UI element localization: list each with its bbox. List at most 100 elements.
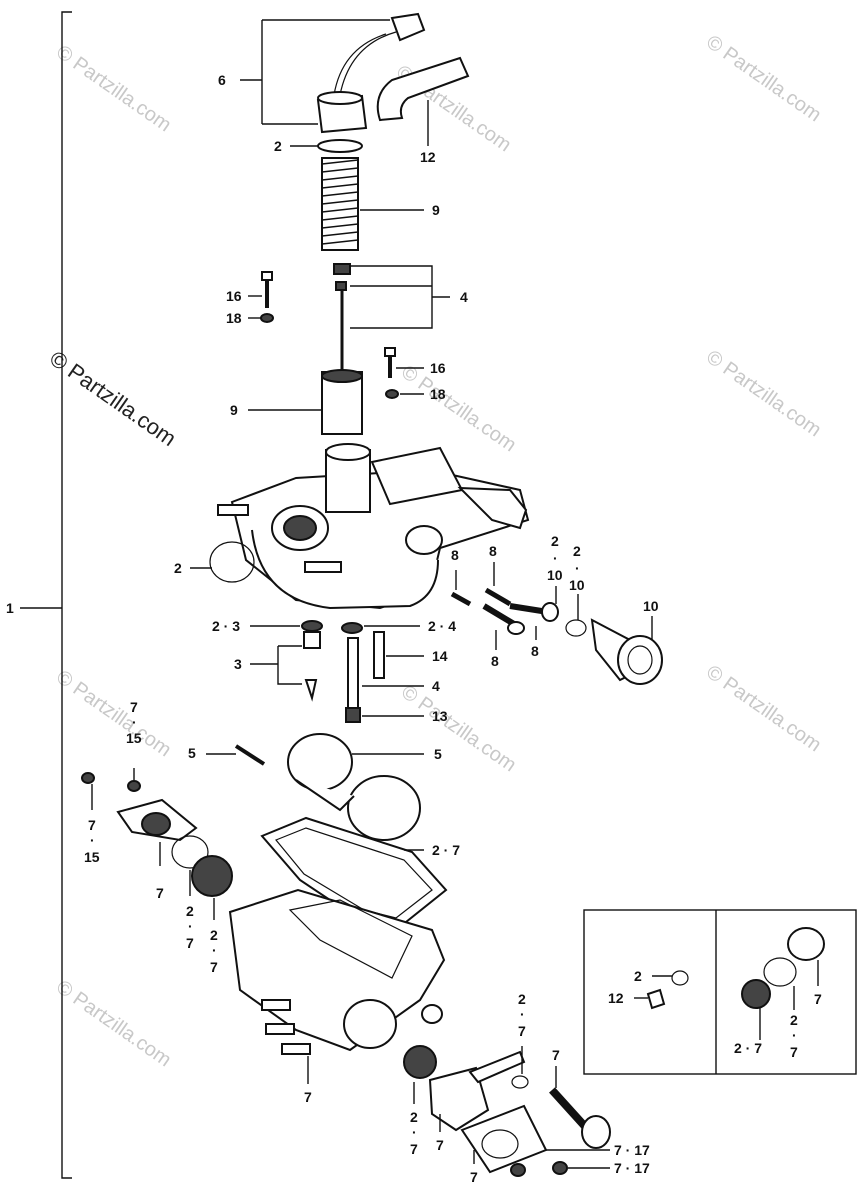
watermark-text: © Partzilla.com <box>52 666 175 761</box>
leader-4 <box>350 265 450 329</box>
callout-label: 2 <box>274 138 282 154</box>
callout-label: · <box>520 1006 525 1022</box>
intake-bore <box>283 515 317 541</box>
screw-head <box>127 780 141 792</box>
callout-label: 7 <box>410 1141 418 1157</box>
callout-label: 2 <box>551 533 559 549</box>
callout-label: 2 <box>790 1012 798 1028</box>
float-right <box>347 775 421 841</box>
callout-label: 12 <box>420 149 436 165</box>
callout-label: 2 <box>518 991 526 1007</box>
bracket-line <box>61 11 72 1179</box>
callout-label: 2 <box>410 1109 418 1125</box>
air-screw <box>482 603 516 627</box>
needle-jet-holder <box>345 707 361 723</box>
stud <box>304 561 342 573</box>
tower-top <box>325 443 371 461</box>
callout-label: 8 <box>491 653 499 669</box>
callout-label: 2 · 7 <box>432 842 460 858</box>
screw-head <box>261 271 273 281</box>
callout-label: 2 · 4 <box>428 618 456 634</box>
callout-label: 2 <box>573 543 581 559</box>
callout-label: 5 <box>434 746 442 762</box>
inset-washer <box>671 970 689 986</box>
inset-screen <box>741 979 771 1009</box>
callout-label: 6 <box>218 72 226 88</box>
knob-inner <box>627 645 653 675</box>
callout-label: 7 · 17 <box>614 1160 650 1176</box>
callout-label: 16 <box>226 288 242 304</box>
callout-label: 2 <box>210 927 218 943</box>
inset-bolt <box>646 988 666 1010</box>
float-arm <box>295 779 355 812</box>
callout-label: 2 <box>186 903 194 919</box>
starter-knob <box>617 635 663 685</box>
callout-label: 7 <box>130 699 138 715</box>
washer <box>511 1075 529 1089</box>
callout-label: 7 <box>156 885 164 901</box>
nut-top <box>317 91 363 105</box>
callout-label: 2 · 7 <box>734 1040 762 1056</box>
o-ring <box>565 619 587 637</box>
callout-label: 18 <box>226 310 242 326</box>
inset-detail-box: 2 12 7 2 · 7 2 · 7 <box>583 909 857 1075</box>
callout-label: · <box>575 560 580 576</box>
callout-label: 10 <box>547 567 563 583</box>
callout-label: 5 <box>188 745 196 761</box>
washer <box>385 389 399 399</box>
plate-screw <box>510 1163 526 1177</box>
cable-pipe <box>339 31 397 96</box>
throttle-valve-part <box>321 369 363 435</box>
screws-upper <box>260 271 399 399</box>
screw-head <box>384 347 396 357</box>
callout-label: 3 <box>234 656 242 672</box>
callout-label: · <box>188 918 193 934</box>
plate-screw <box>552 1161 568 1175</box>
leader-3 <box>250 645 302 685</box>
o-ring <box>209 541 255 583</box>
callout-label: 10 <box>569 577 585 593</box>
callout-label: 7 <box>518 1023 526 1039</box>
drain-port <box>343 999 397 1049</box>
callout-label: 2 <box>634 968 642 984</box>
drain-cover <box>428 1066 490 1132</box>
cable-pipe-edge <box>333 33 387 96</box>
valve-top <box>321 369 363 383</box>
float-pin <box>234 744 266 766</box>
plate-hole <box>481 1129 519 1159</box>
callout-label: 7 <box>552 1047 560 1063</box>
needle-jet <box>347 637 359 711</box>
needle-jet-washer <box>341 622 363 634</box>
leader-6 <box>261 19 390 125</box>
callout-label: 12 <box>608 990 624 1006</box>
drain-tube <box>468 1050 526 1084</box>
callout-label: 15 <box>126 730 142 746</box>
callout-label: 7 <box>88 817 96 833</box>
callout-label: 10 <box>643 598 659 614</box>
throttle-spring-part <box>321 157 359 251</box>
assembly-bracket: 1 <box>6 11 72 1179</box>
callout-label: 7 <box>790 1044 798 1060</box>
screws-right <box>450 587 663 685</box>
callout-label: 2 · 3 <box>212 618 240 634</box>
flange-o-ring <box>171 835 209 869</box>
callout-label: 7 <box>436 1137 444 1153</box>
float-assembly <box>234 733 421 841</box>
chamber-cavity <box>288 899 413 979</box>
main-jet-washer <box>301 620 323 632</box>
cable-end-cap <box>390 12 426 42</box>
bottom-parts <box>403 1045 611 1177</box>
watermark-text: © Partzilla.com <box>52 41 175 136</box>
watermark-text: © Partzilla.com <box>397 681 520 776</box>
jet-needle-part <box>333 263 351 372</box>
watermark-text: © Partzilla.com <box>702 346 825 441</box>
callout-label: 4 <box>460 289 468 305</box>
callout-label: 18 <box>430 386 446 402</box>
float-chamber-body <box>228 888 446 1055</box>
callout-label: 8 <box>531 643 539 659</box>
watermark-text: © Partzilla.com <box>52 976 175 1071</box>
stud <box>217 504 249 516</box>
gasket-outer <box>260 816 448 932</box>
callout-label: 7 · 17 <box>614 1142 650 1158</box>
